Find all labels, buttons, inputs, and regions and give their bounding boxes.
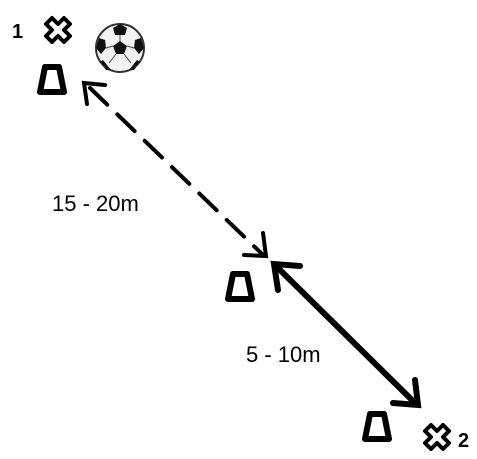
player-x-icon	[423, 423, 451, 451]
player-1-number: 1	[12, 21, 23, 43]
cone-icon	[365, 414, 389, 439]
run-distance-label: 5 - 10m	[246, 342, 321, 367]
player-1: 1	[12, 16, 72, 44]
pass-arrow	[81, 80, 269, 259]
player-2: 2	[423, 423, 469, 452]
player-x-icon	[44, 16, 72, 44]
pass-distance-label: 15 - 20m	[52, 191, 139, 216]
cone-icon	[228, 274, 252, 299]
player-2-number: 2	[458, 430, 469, 452]
soccer-ball-icon	[95, 23, 145, 73]
cone-icon	[40, 67, 64, 92]
run-arrow	[270, 260, 422, 409]
